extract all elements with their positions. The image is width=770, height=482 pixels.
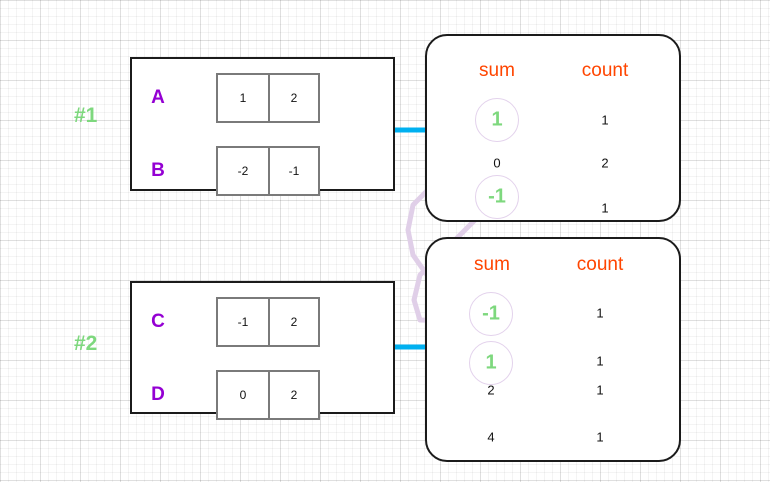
cell-D-0: 0 — [239, 388, 247, 402]
input-block-2: C -1 2 D 0 2 — [130, 281, 395, 420]
cell-A-0: 1 — [239, 91, 247, 105]
result1-sum-row1: 0 — [493, 155, 501, 171]
result1-header-sum: sum — [479, 60, 515, 81]
result1-count-row1: 2 — [601, 155, 609, 171]
cell-A-1: 2 — [268, 75, 318, 121]
result1-highlight-circle-row0 — [475, 98, 519, 142]
row-label-D: D — [151, 384, 165, 405]
cell-pair-C: -1 2 — [216, 297, 320, 347]
input-row-B: B -2 -1 — [138, 146, 320, 196]
result1-count-row2: 1 — [601, 200, 609, 216]
input-block-1: A 1 2 B -2 -1 — [130, 57, 395, 196]
cell-B-0: -2 — [237, 164, 249, 178]
result2-sum-row3: 4 — [487, 429, 495, 445]
input-row-A: A 1 2 — [138, 73, 320, 123]
result1-count-row0: 1 — [601, 112, 609, 128]
result2-sum-row0: -1 — [482, 302, 500, 325]
result1-header-count: count — [581, 60, 629, 81]
result2-highlight-circle-row1 — [469, 341, 513, 385]
result2-header-count: count — [576, 254, 624, 275]
result2-highlight-circle-row0 — [469, 292, 513, 336]
cell-C-0: -1 — [237, 315, 249, 329]
group-label-1: #1 — [74, 104, 98, 127]
cell-pair-A: 1 2 — [216, 73, 320, 123]
row-label-C: C — [151, 311, 165, 332]
result1-sum-row0: 1 — [491, 108, 503, 131]
cell-pair-D: 0 2 — [216, 370, 320, 420]
cell-B-1: -1 — [268, 148, 318, 194]
result1-highlight-circle-row2 — [475, 175, 519, 219]
result2-count-row0: 1 — [596, 305, 604, 321]
result1-sum-row2: -1 — [488, 185, 506, 208]
result2-sum-row1: 1 — [485, 351, 497, 374]
result2-count-row1: 1 — [596, 353, 604, 369]
cell-D-1: 2 — [268, 372, 318, 418]
result2-count-row3: 1 — [596, 429, 604, 445]
row-label-A: A — [151, 87, 165, 108]
input-row-D: D 0 2 — [138, 370, 320, 420]
input-row-C: C -1 2 — [138, 297, 320, 347]
cell-C-1: 2 — [268, 299, 318, 345]
group-label-2: #2 — [74, 332, 98, 355]
result-table-2 — [425, 237, 681, 462]
result2-sum-row2: 2 — [487, 382, 495, 398]
result2-count-row2: 1 — [596, 382, 604, 398]
row-label-B: B — [151, 160, 165, 181]
result-table-1 — [425, 34, 681, 222]
result2-header-sum: sum — [474, 254, 510, 275]
cell-pair-B: -2 -1 — [216, 146, 320, 196]
